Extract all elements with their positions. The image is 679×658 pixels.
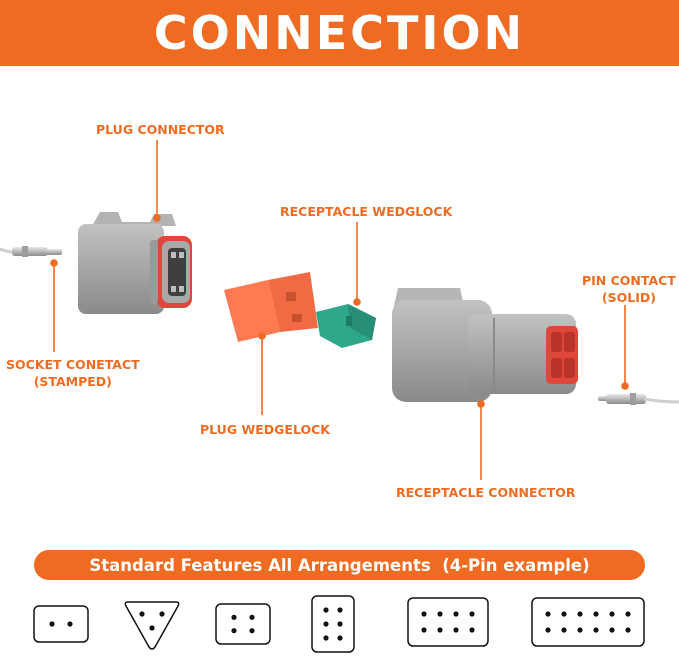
plug-connector bbox=[78, 212, 192, 314]
arrangement-outline bbox=[408, 598, 488, 646]
page-title: CONNECTION bbox=[154, 6, 525, 60]
features-banner: Standard Features All Arrangements (4-Pi… bbox=[34, 550, 645, 580]
socket-contact bbox=[0, 246, 62, 257]
pin-dot bbox=[149, 625, 154, 630]
receptacle-connector bbox=[392, 288, 578, 402]
arrangement-12-pin bbox=[532, 598, 644, 646]
pin-dot bbox=[593, 627, 598, 632]
header-banner: CONNECTION bbox=[0, 0, 679, 66]
pin-dot bbox=[609, 611, 614, 616]
features-title: Standard Features All Arrangements bbox=[89, 556, 430, 575]
pin-dot bbox=[323, 621, 328, 626]
label-socket-contact-line2: (STAMPED) bbox=[6, 373, 140, 390]
pin-dot bbox=[453, 627, 458, 632]
pin-dot bbox=[561, 627, 566, 632]
label-socket-contact-line1: SOCKET CONETACT bbox=[6, 356, 140, 373]
pin-dot bbox=[545, 611, 550, 616]
pin-dot bbox=[249, 615, 254, 620]
pin-dot bbox=[593, 611, 598, 616]
pin-dot bbox=[421, 611, 426, 616]
arrangement-2-pin bbox=[34, 606, 88, 642]
pin-dot bbox=[561, 611, 566, 616]
pin-dot bbox=[469, 627, 474, 632]
connector-diagram bbox=[0, 66, 679, 546]
pin-dot bbox=[323, 635, 328, 640]
label-socket-contact: SOCKET CONETACT (STAMPED) bbox=[6, 356, 140, 390]
pin-dot bbox=[337, 607, 342, 612]
pin-dot bbox=[49, 621, 54, 626]
label-pin-contact-line2: (SOLID) bbox=[582, 289, 676, 306]
pin-dot bbox=[67, 621, 72, 626]
arrangement-8-pin bbox=[408, 598, 488, 646]
pin-dot bbox=[625, 611, 630, 616]
pin-dot bbox=[139, 611, 144, 616]
label-receptacle-connector: RECEPTACLE CONNECTOR bbox=[396, 484, 576, 501]
pin-contact bbox=[598, 393, 679, 405]
arrangement-3-pin bbox=[125, 602, 178, 649]
arrangement-6-pin bbox=[312, 596, 354, 652]
arrangement-outline bbox=[312, 596, 354, 652]
arrangement-outline bbox=[216, 604, 270, 644]
pin-dot bbox=[545, 627, 550, 632]
label-plug-wedgelock: PLUG WEDGELOCK bbox=[200, 421, 330, 438]
pin-dot bbox=[469, 611, 474, 616]
pin-dot bbox=[625, 627, 630, 632]
plug-wedgelock-part bbox=[224, 272, 318, 342]
label-pin-contact-line1: PIN CONTACT bbox=[582, 272, 676, 289]
pin-dot bbox=[437, 627, 442, 632]
pin-dot bbox=[437, 611, 442, 616]
pin-dot bbox=[577, 627, 582, 632]
label-plug-connector: PLUG CONNECTOR bbox=[96, 121, 225, 138]
pin-dot bbox=[453, 611, 458, 616]
receptacle-wedgelock-part bbox=[316, 304, 376, 348]
pin-dot bbox=[577, 611, 582, 616]
label-receptacle-wedgelock: RECEPTACLE WEDGLOCK bbox=[280, 203, 452, 220]
pin-dot bbox=[421, 627, 426, 632]
pin-dot bbox=[231, 615, 236, 620]
pin-dot bbox=[249, 628, 254, 633]
arrangement-4-pin bbox=[216, 604, 270, 644]
label-pin-contact: PIN CONTACT (SOLID) bbox=[582, 272, 676, 306]
pin-dot bbox=[323, 607, 328, 612]
pin-dot bbox=[337, 635, 342, 640]
pin-dot bbox=[609, 627, 614, 632]
pin-dot bbox=[337, 621, 342, 626]
arrangement-outline bbox=[34, 606, 88, 642]
arrangement-outline bbox=[532, 598, 644, 646]
features-example: (4-Pin example) bbox=[442, 556, 589, 575]
pin-dot bbox=[159, 611, 164, 616]
pin-arrangements bbox=[0, 590, 679, 656]
pin-dot bbox=[231, 628, 236, 633]
